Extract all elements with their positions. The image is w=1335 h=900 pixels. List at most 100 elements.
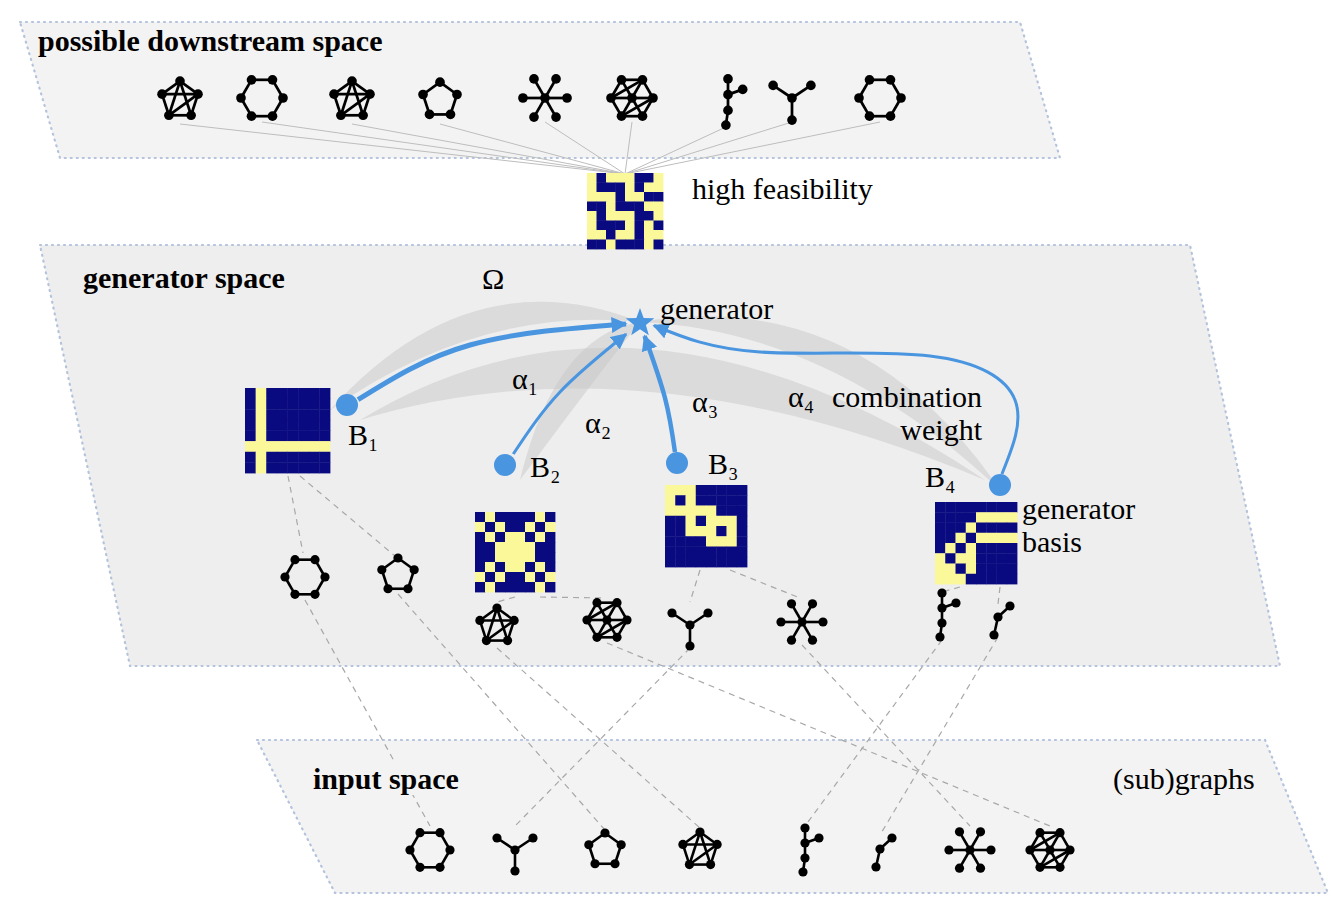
- adjacency-matrix: [665, 485, 747, 567]
- matrix-cell: [277, 431, 288, 442]
- matrix-cell: [686, 506, 697, 517]
- graph-vertex: [529, 112, 539, 122]
- plane-polygon: [20, 22, 1060, 158]
- matrix-cell: [545, 512, 555, 522]
- graph-vertex: [329, 89, 339, 99]
- matrix-cell: [727, 516, 738, 527]
- adjacency-matrix: [245, 388, 330, 473]
- graph-vertex: [800, 823, 809, 832]
- matrix-cell: [495, 552, 505, 562]
- graph-vertex: [935, 632, 944, 641]
- matrix-cell: [696, 536, 707, 547]
- annotation: combination weight: [822, 380, 982, 446]
- graph-vertex: [993, 612, 1002, 621]
- graph-vertex: [937, 603, 946, 612]
- matrix-cell: [495, 512, 505, 522]
- graph-vertex: [678, 840, 687, 849]
- matrix-cell: [298, 399, 309, 410]
- matrix-cell: [675, 557, 686, 568]
- matrix-cell: [986, 533, 997, 544]
- matrix-cell: [727, 495, 738, 506]
- matrix-cell: [545, 552, 555, 562]
- matrix-cell: [485, 552, 495, 562]
- matrix-cell: [706, 516, 717, 527]
- matrix-cell: [966, 533, 977, 544]
- graph-vertex: [1065, 845, 1074, 854]
- matrix-cell: [587, 230, 597, 240]
- matrix-cell: [616, 211, 626, 221]
- matrix-cell: [625, 230, 635, 240]
- matrix-cell: [485, 572, 495, 582]
- matrix-cell: [256, 420, 267, 431]
- adjacency-matrix: [935, 502, 1017, 584]
- matrix-cell: [654, 173, 664, 183]
- matrix-cell: [665, 526, 676, 537]
- matrix-cell: [686, 547, 697, 558]
- matrix-cell: [256, 462, 267, 473]
- text-slot: B₄: [925, 460, 955, 493]
- graph-vertex: [768, 81, 778, 91]
- matrix-cell: [675, 506, 686, 517]
- matrix-cell: [675, 485, 686, 496]
- matrix-cell: [696, 526, 707, 537]
- graph-vertex: [612, 633, 621, 642]
- matrix-cell: [686, 485, 697, 496]
- matrix-cell: [1007, 502, 1018, 513]
- matrix-cell: [505, 522, 515, 532]
- matrix-cell: [935, 553, 946, 564]
- matrix-cell: [597, 173, 607, 183]
- graph-vertex: [787, 115, 797, 125]
- graph-vertex: [627, 93, 637, 103]
- matrix-cell: [966, 574, 977, 585]
- graph-vertex: [951, 598, 960, 607]
- matrix-cell: [625, 221, 635, 231]
- matrix-cell: [277, 399, 288, 410]
- matrix-cell: [644, 211, 654, 221]
- text-slot: B₃: [708, 447, 738, 480]
- graph-vertex: [685, 641, 694, 650]
- matrix-cell: [245, 388, 256, 399]
- matrix-cell: [266, 420, 277, 431]
- matrix-cell: [309, 452, 320, 463]
- graph-vertex: [989, 630, 998, 639]
- matrix-cell: [696, 485, 707, 496]
- space-title: generator space: [80, 261, 288, 294]
- matrix-cell: [245, 409, 256, 420]
- graph-vertex: [706, 860, 715, 869]
- text-slot: B₁: [348, 418, 378, 451]
- weight-slot: α₃: [692, 385, 718, 418]
- matrix-cell: [976, 553, 987, 564]
- graph-vertex: [721, 120, 731, 130]
- matrix-cell: [319, 388, 330, 399]
- graph-vertex: [776, 617, 785, 626]
- matrix-cell: [288, 409, 299, 420]
- matrix-cell: [625, 202, 635, 212]
- matrix-cell: [616, 221, 626, 231]
- graph-vertex: [887, 833, 896, 842]
- matrix-cell: [716, 495, 727, 506]
- graph-vertex: [529, 74, 539, 84]
- label-slot: Ω: [482, 262, 504, 295]
- graph-vertex: [871, 862, 880, 871]
- matrix-cell: [1007, 564, 1018, 575]
- matrix-cell: [606, 221, 616, 231]
- matrix-cell: [298, 452, 309, 463]
- matrix-cell: [597, 211, 607, 221]
- graph-edge: [334, 93, 370, 96]
- matrix-cell: [956, 533, 967, 544]
- matrix-cell: [696, 495, 707, 506]
- graph-vertex: [410, 565, 419, 574]
- graph-edge: [162, 93, 198, 96]
- matrix-cell: [495, 582, 505, 592]
- basis-dot: [666, 452, 688, 474]
- matrix-cell: [256, 388, 267, 399]
- matrix-cell: [997, 523, 1008, 534]
- matrix-cell: [625, 240, 635, 250]
- matrix-cell: [505, 532, 515, 542]
- matrix-cell: [997, 512, 1008, 523]
- matrix-cell: [976, 523, 987, 534]
- matrix-cell: [706, 557, 717, 568]
- matrix-cell: [716, 536, 727, 547]
- matrix-cell: [727, 547, 738, 558]
- matrix-cell: [298, 462, 309, 473]
